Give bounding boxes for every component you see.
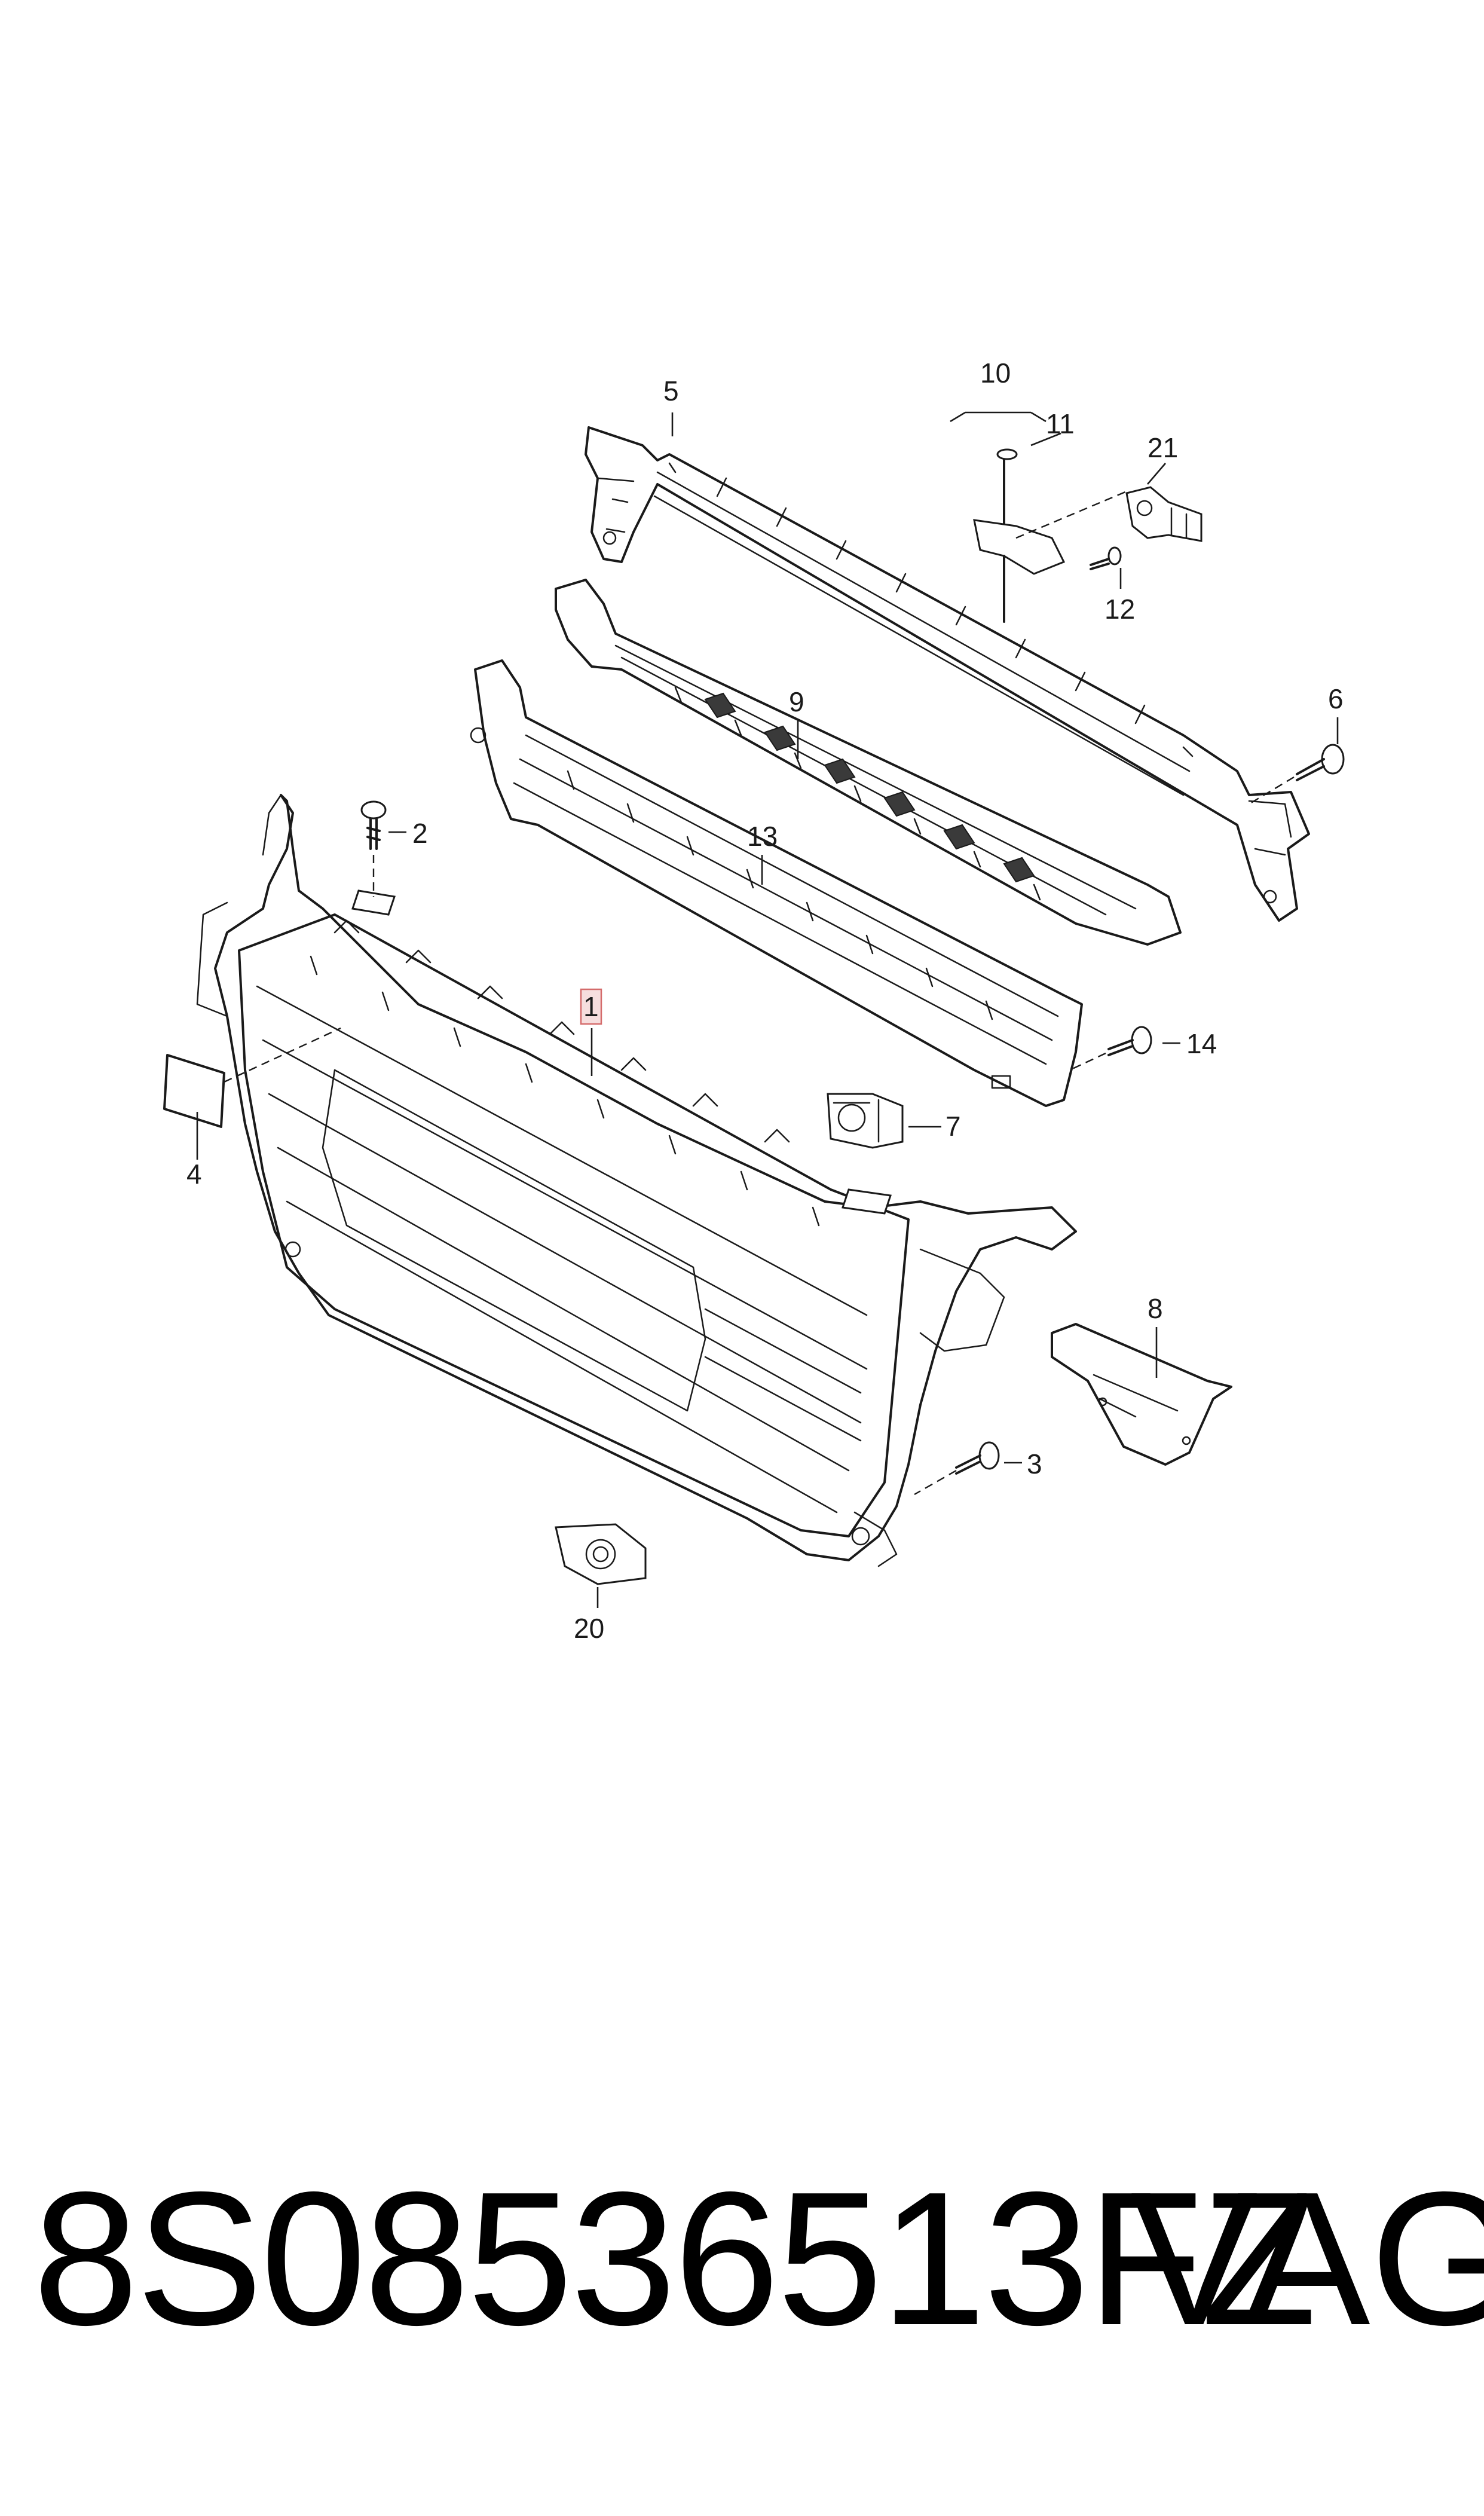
- part-9-inner-support: [555, 579, 1182, 946]
- part-10-lock-assembly: [950, 411, 1130, 623]
- callout-14: 14: [1186, 1028, 1217, 1059]
- callout-8: 8: [1148, 1293, 1163, 1324]
- callout-9: 9: [789, 686, 804, 717]
- callout-7: 7: [946, 1111, 961, 1142]
- part-3-screw: [914, 1441, 1000, 1496]
- part-6-screw: [1249, 744, 1345, 805]
- part-4-label: [163, 1027, 341, 1128]
- part-20-sensor-bracket: [555, 1523, 647, 1585]
- callout-1: 1: [583, 991, 599, 1022]
- part-7-clip: [827, 1093, 904, 1149]
- callout-2: 2: [412, 818, 428, 849]
- callout-6: 6: [1328, 683, 1344, 714]
- callout-12: 12: [1104, 594, 1135, 625]
- callout-4: 4: [186, 1158, 202, 1190]
- part-14-screw: [1069, 1026, 1152, 1071]
- part-2-screw: [360, 800, 387, 897]
- callout-10: 10: [980, 357, 1011, 389]
- callout-11: 11: [1046, 408, 1075, 439]
- part-1-radiator-grille: [196, 794, 1077, 1567]
- part-21-lock-cylinder: [1125, 486, 1203, 542]
- part-5-upper-bracket: [585, 426, 1310, 922]
- part-number: 8S08536513FZ: [33, 2153, 1317, 2365]
- callout-21: 21: [1148, 432, 1178, 463]
- callout-13: 13: [747, 821, 778, 852]
- leader-lines: [196, 412, 1339, 1608]
- callout-1-highlight: [580, 988, 602, 1025]
- brand-name: VAG: [1131, 2153, 1484, 2365]
- callout-20: 20: [574, 1613, 604, 1644]
- part-13-lower-strip: [470, 659, 1083, 1107]
- part-12-screw: [1090, 546, 1122, 570]
- callout-5: 5: [663, 375, 679, 406]
- callout-3: 3: [1027, 1448, 1042, 1479]
- part-8-side-bracket: [1051, 1323, 1232, 1466]
